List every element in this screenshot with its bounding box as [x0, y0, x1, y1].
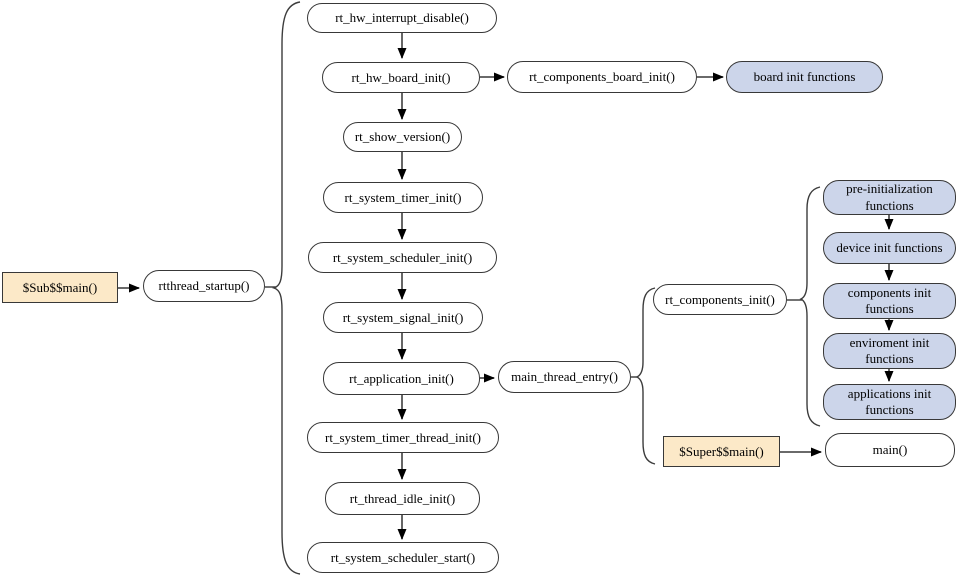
node-pre-initialization-functions: pre-initialization functions [823, 180, 956, 215]
brace-main-thread-group [635, 287, 656, 465]
node-rt-system-scheduler-start: rt_system_scheduler_start() [307, 542, 499, 573]
node-components-init-functions: components init functions [823, 283, 956, 319]
brace-components-group [799, 186, 821, 427]
node-device-init-functions: device init functions [823, 232, 956, 264]
node-rt-system-timer-init: rt_system_timer_init() [323, 182, 483, 213]
node-rt-system-scheduler-init: rt_system_scheduler_init() [308, 242, 497, 273]
node-rt-hw-board-init: rt_hw_board_init() [322, 62, 480, 93]
horizontal-arrows [118, 72, 822, 457]
node-main-thread-entry: main_thread_entry() [498, 361, 631, 393]
node-super-main: $Super$$main() [663, 436, 780, 467]
node-rt-show-version: rt_show_version() [343, 122, 462, 152]
node-board-init-functions: board init functions [726, 61, 883, 93]
node-rt-components-init: rt_components_init() [653, 284, 787, 315]
node-main: main() [825, 433, 955, 467]
node-rt-thread-idle-init: rt_thread_idle_init() [325, 482, 480, 515]
node-rt-hw-interrupt-disable: rt_hw_interrupt_disable() [307, 3, 497, 33]
braces [271, 1, 821, 575]
node-applications-init-functions: applications init functions [823, 384, 956, 420]
brace-startup-group [271, 1, 301, 575]
node-rtthread-startup: rtthread_startup() [143, 270, 265, 302]
node-rt-components-board-init: rt_components_board_init() [507, 61, 697, 93]
node-rt-system-signal-init: rt_system_signal_init() [323, 302, 483, 333]
node-rt-system-timer-thread-init: rt_system_timer_thread_init() [307, 422, 499, 453]
node-enviroment-init-functions: enviroment init functions [823, 333, 956, 369]
node-sub-main: $Sub$$main() [2, 272, 118, 303]
node-rt-application-init: rt_application_init() [323, 362, 480, 395]
